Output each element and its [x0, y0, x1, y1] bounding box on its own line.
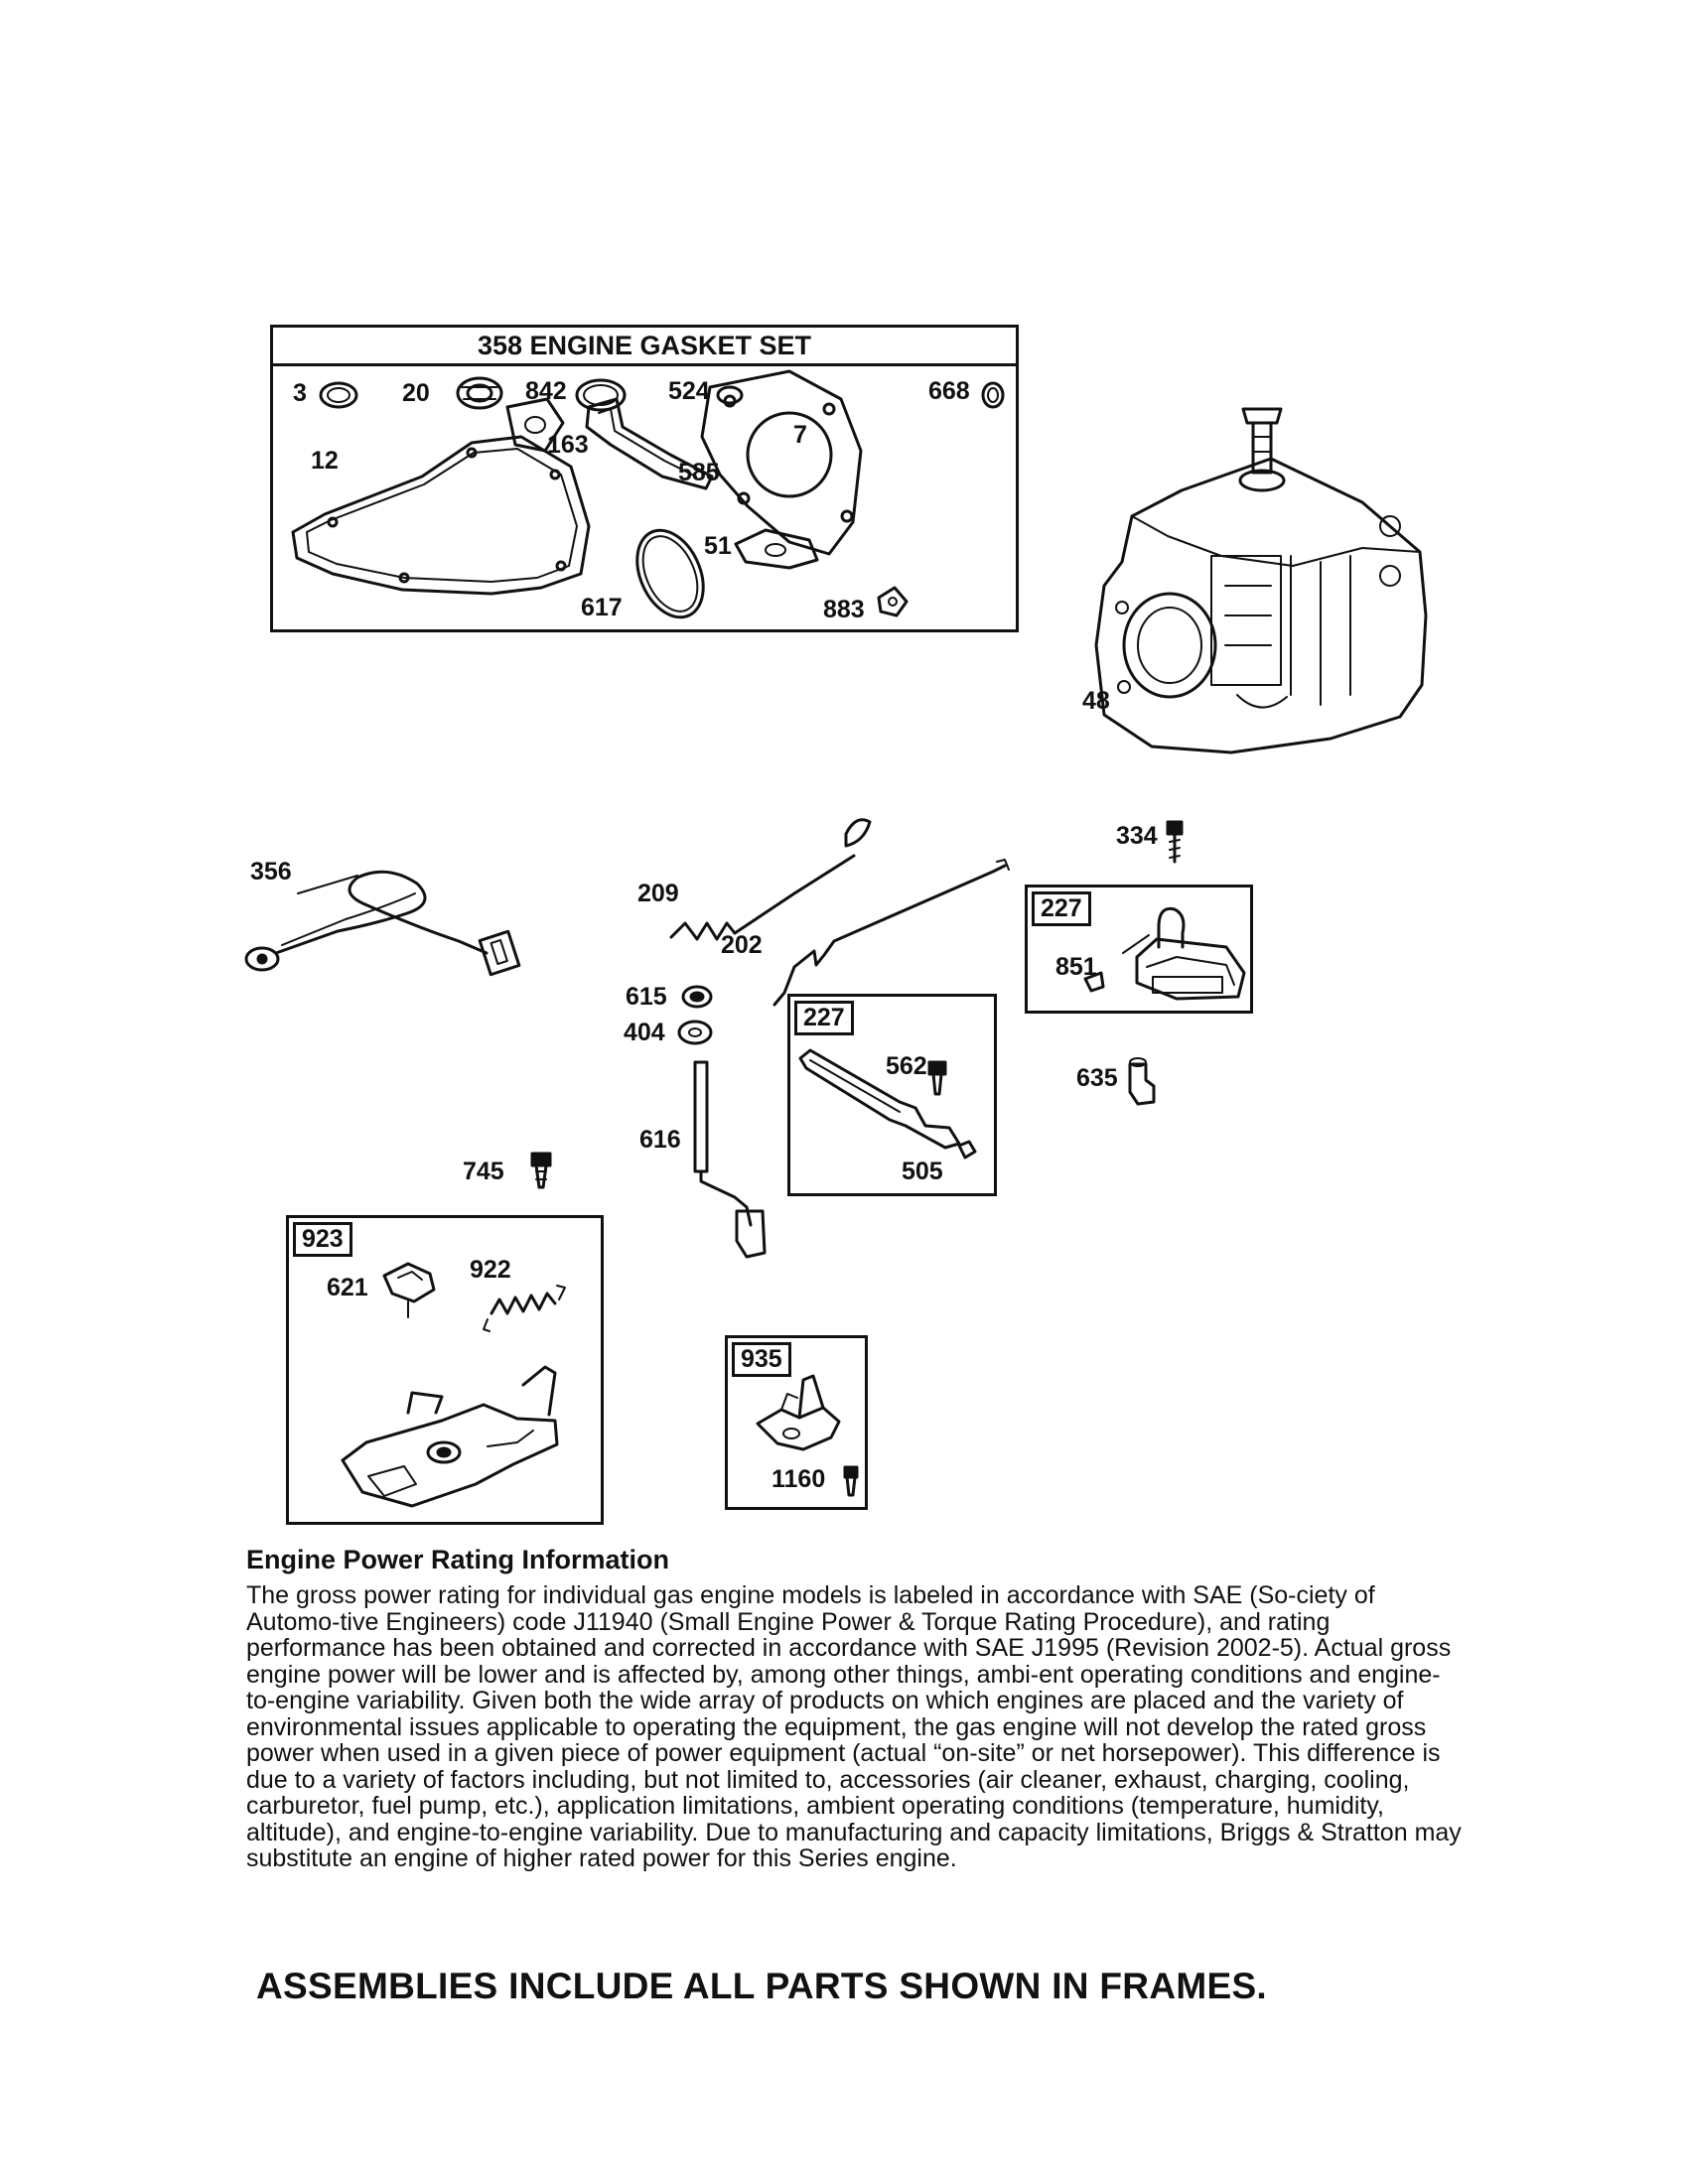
part-356-ground-wire [244, 870, 521, 977]
part-label-562: 562 [886, 1052, 927, 1080]
assemblies-note: ASSEMBLIES INCLUDE ALL PARTS SHOWN IN FR… [256, 1966, 1268, 2006]
bracket-935-drawing [756, 1374, 859, 1497]
frame-227b-tag: 227 [794, 1001, 854, 1035]
frame-227-tag: 227 [1032, 891, 1091, 926]
gasket-set-title: 358 ENGINE GASKET SET [273, 328, 1016, 366]
frame-227-ignition: 227 851 [1025, 885, 1253, 1014]
part-615-nut [681, 985, 713, 1009]
part-3-gasket [319, 381, 358, 409]
gasket-label-617: 617 [581, 594, 623, 621]
part-635-elbow [1128, 1057, 1156, 1106]
part-label-621: 621 [327, 1274, 368, 1301]
frame-935-tag: 935 [732, 1342, 791, 1377]
part-616-shaft [693, 1060, 767, 1259]
gasket-label-585: 585 [678, 459, 720, 486]
part-20-seal [456, 376, 503, 410]
part-label-404: 404 [624, 1019, 665, 1046]
gasket-label-883: 883 [823, 596, 865, 623]
part-label-356: 356 [250, 858, 292, 886]
part-668-gasket [981, 381, 1005, 409]
ignition-armature-drawing [1083, 906, 1246, 1001]
part-51-gasket [734, 528, 819, 570]
part-12-base-gasket [291, 435, 591, 596]
gasket-label-668: 668 [928, 377, 970, 405]
part-label-202: 202 [721, 931, 763, 959]
part-842-gasket [575, 378, 627, 412]
frame-923-tag: 923 [293, 1222, 352, 1257]
frame-227-bracket: 227 562 505 [787, 994, 997, 1196]
gasket-set-frame: 358 ENGINE GASKET SET [270, 325, 1019, 632]
frame-935: 935 1160 [725, 1335, 868, 1510]
part-745-screw [530, 1152, 552, 1189]
part-334-bolt [1166, 820, 1184, 864]
gasket-label-20: 20 [402, 379, 430, 407]
gasket-label-7: 7 [793, 421, 807, 449]
part-163-gasket [505, 397, 565, 453]
part-label-922: 922 [470, 1256, 511, 1284]
part-label-615: 615 [626, 983, 667, 1011]
part-label-334: 334 [1116, 822, 1158, 850]
power-rating-title: Engine Power Rating Information [246, 1545, 670, 1574]
part-label-851: 851 [1055, 953, 1097, 981]
governor-control-drawing [341, 1262, 566, 1508]
gasket-label-842: 842 [525, 377, 567, 405]
part-524-gasket [716, 385, 744, 405]
part-label-48: 48 [1082, 687, 1110, 715]
gasket-label-51: 51 [704, 532, 732, 560]
gasket-label-12: 12 [311, 447, 339, 475]
gasket-label-163: 163 [547, 431, 589, 459]
gasket-label-3: 3 [293, 379, 307, 407]
bracket-drawing [798, 1048, 977, 1160]
part-label-1160: 1160 [772, 1465, 826, 1493]
gasket-label-524: 524 [668, 377, 710, 405]
part-label-635: 635 [1076, 1064, 1118, 1092]
part-7-head-gasket [700, 369, 863, 556]
part-617-gasket [635, 528, 705, 619]
gasket-set-drawing [291, 369, 1005, 619]
part-404-washer [677, 1020, 713, 1045]
part-209-spring [669, 818, 872, 941]
part-202-link [772, 859, 1010, 1007]
frame-923: 923 621 922 [286, 1215, 604, 1525]
part-label-616: 616 [639, 1126, 681, 1154]
part-label-209: 209 [637, 880, 679, 907]
part-883-gasket [877, 586, 909, 617]
part-label-745: 745 [463, 1158, 504, 1185]
power-rating-body: The gross power rating for individual ga… [246, 1581, 1462, 1872]
part-585-gasket [585, 397, 714, 490]
part-48-block [1094, 407, 1428, 754]
part-label-505: 505 [902, 1158, 943, 1185]
